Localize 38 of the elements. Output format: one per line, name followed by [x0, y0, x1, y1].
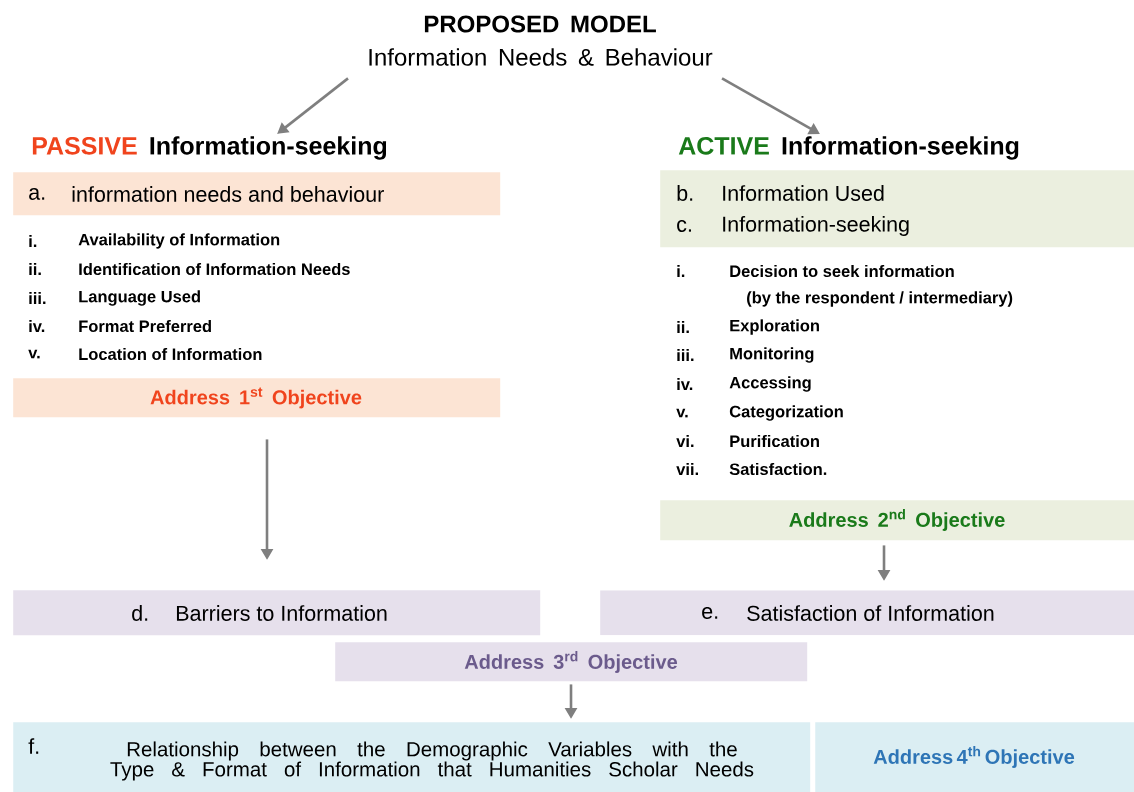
list-numeral: v.: [28, 349, 40, 359]
list-item: Language Used: [79, 290, 200, 306]
list-numeral: ii.: [677, 321, 689, 333]
list-numeral: iv.: [677, 378, 693, 390]
arrow: [277, 77, 349, 134]
list-item: Purification: [730, 434, 819, 448]
list-numeral: iii.: [677, 349, 694, 361]
objective-box: Address 4$^{th}$ Objective: [815, 722, 1134, 792]
list-item: Decision to seek information: [730, 264, 954, 278]
heading: PASSIVE Information-seeking: [32, 136, 387, 160]
list-item: Identification of Information Needs: [79, 262, 350, 276]
label-box: d. Barriers to Information: [13, 590, 541, 636]
list-numeral: i.: [29, 235, 37, 247]
list-item: Satisfaction.: [729, 462, 827, 476]
list-numeral: i.: [677, 265, 685, 277]
list-numeral: iv.: [29, 320, 45, 332]
list-item: Accessing: [729, 376, 811, 392]
list-item: Monitoring: [730, 347, 814, 363]
heading: ACTIVE Information-seeking: [678, 136, 1019, 160]
list-numeral: vii.: [676, 463, 698, 475]
list-item: Location of Information: [79, 347, 262, 361]
objective-box: Address 3$^{rd}$ Objective: [335, 642, 808, 682]
list-item: Exploration: [730, 319, 819, 335]
list-numeral: vi.: [676, 435, 694, 447]
list-item: Availability of Information: [78, 233, 280, 249]
list-numeral: iii.: [29, 292, 46, 304]
label-box: b. Information Used c. Information-seeking: [660, 170, 1134, 248]
objective-box: Address 2$^{nd}$ Objective: [660, 500, 1134, 541]
list-numeral: ii.: [29, 263, 41, 275]
list-numeral: v.: [676, 408, 688, 418]
label-box: f. Relationship between the Demographic Variables with the Type & Format of Information that Humanities Scholar Needs: [13, 722, 811, 792]
list-item: (by the respondent / intermediary): [747, 291, 1013, 307]
list-item: Format Preferred: [79, 319, 211, 333]
objective-box: Address 1$^{st}$ Objective: [13, 378, 501, 418]
label-box: a. information needs and behaviour: [13, 172, 501, 216]
heading: PROPOSED MODEL Information Needs & Behaviour: [369, 15, 713, 66]
list-item: Categorization: [729, 405, 843, 421]
label-box: e. Satisfaction of Information: [600, 590, 1134, 636]
